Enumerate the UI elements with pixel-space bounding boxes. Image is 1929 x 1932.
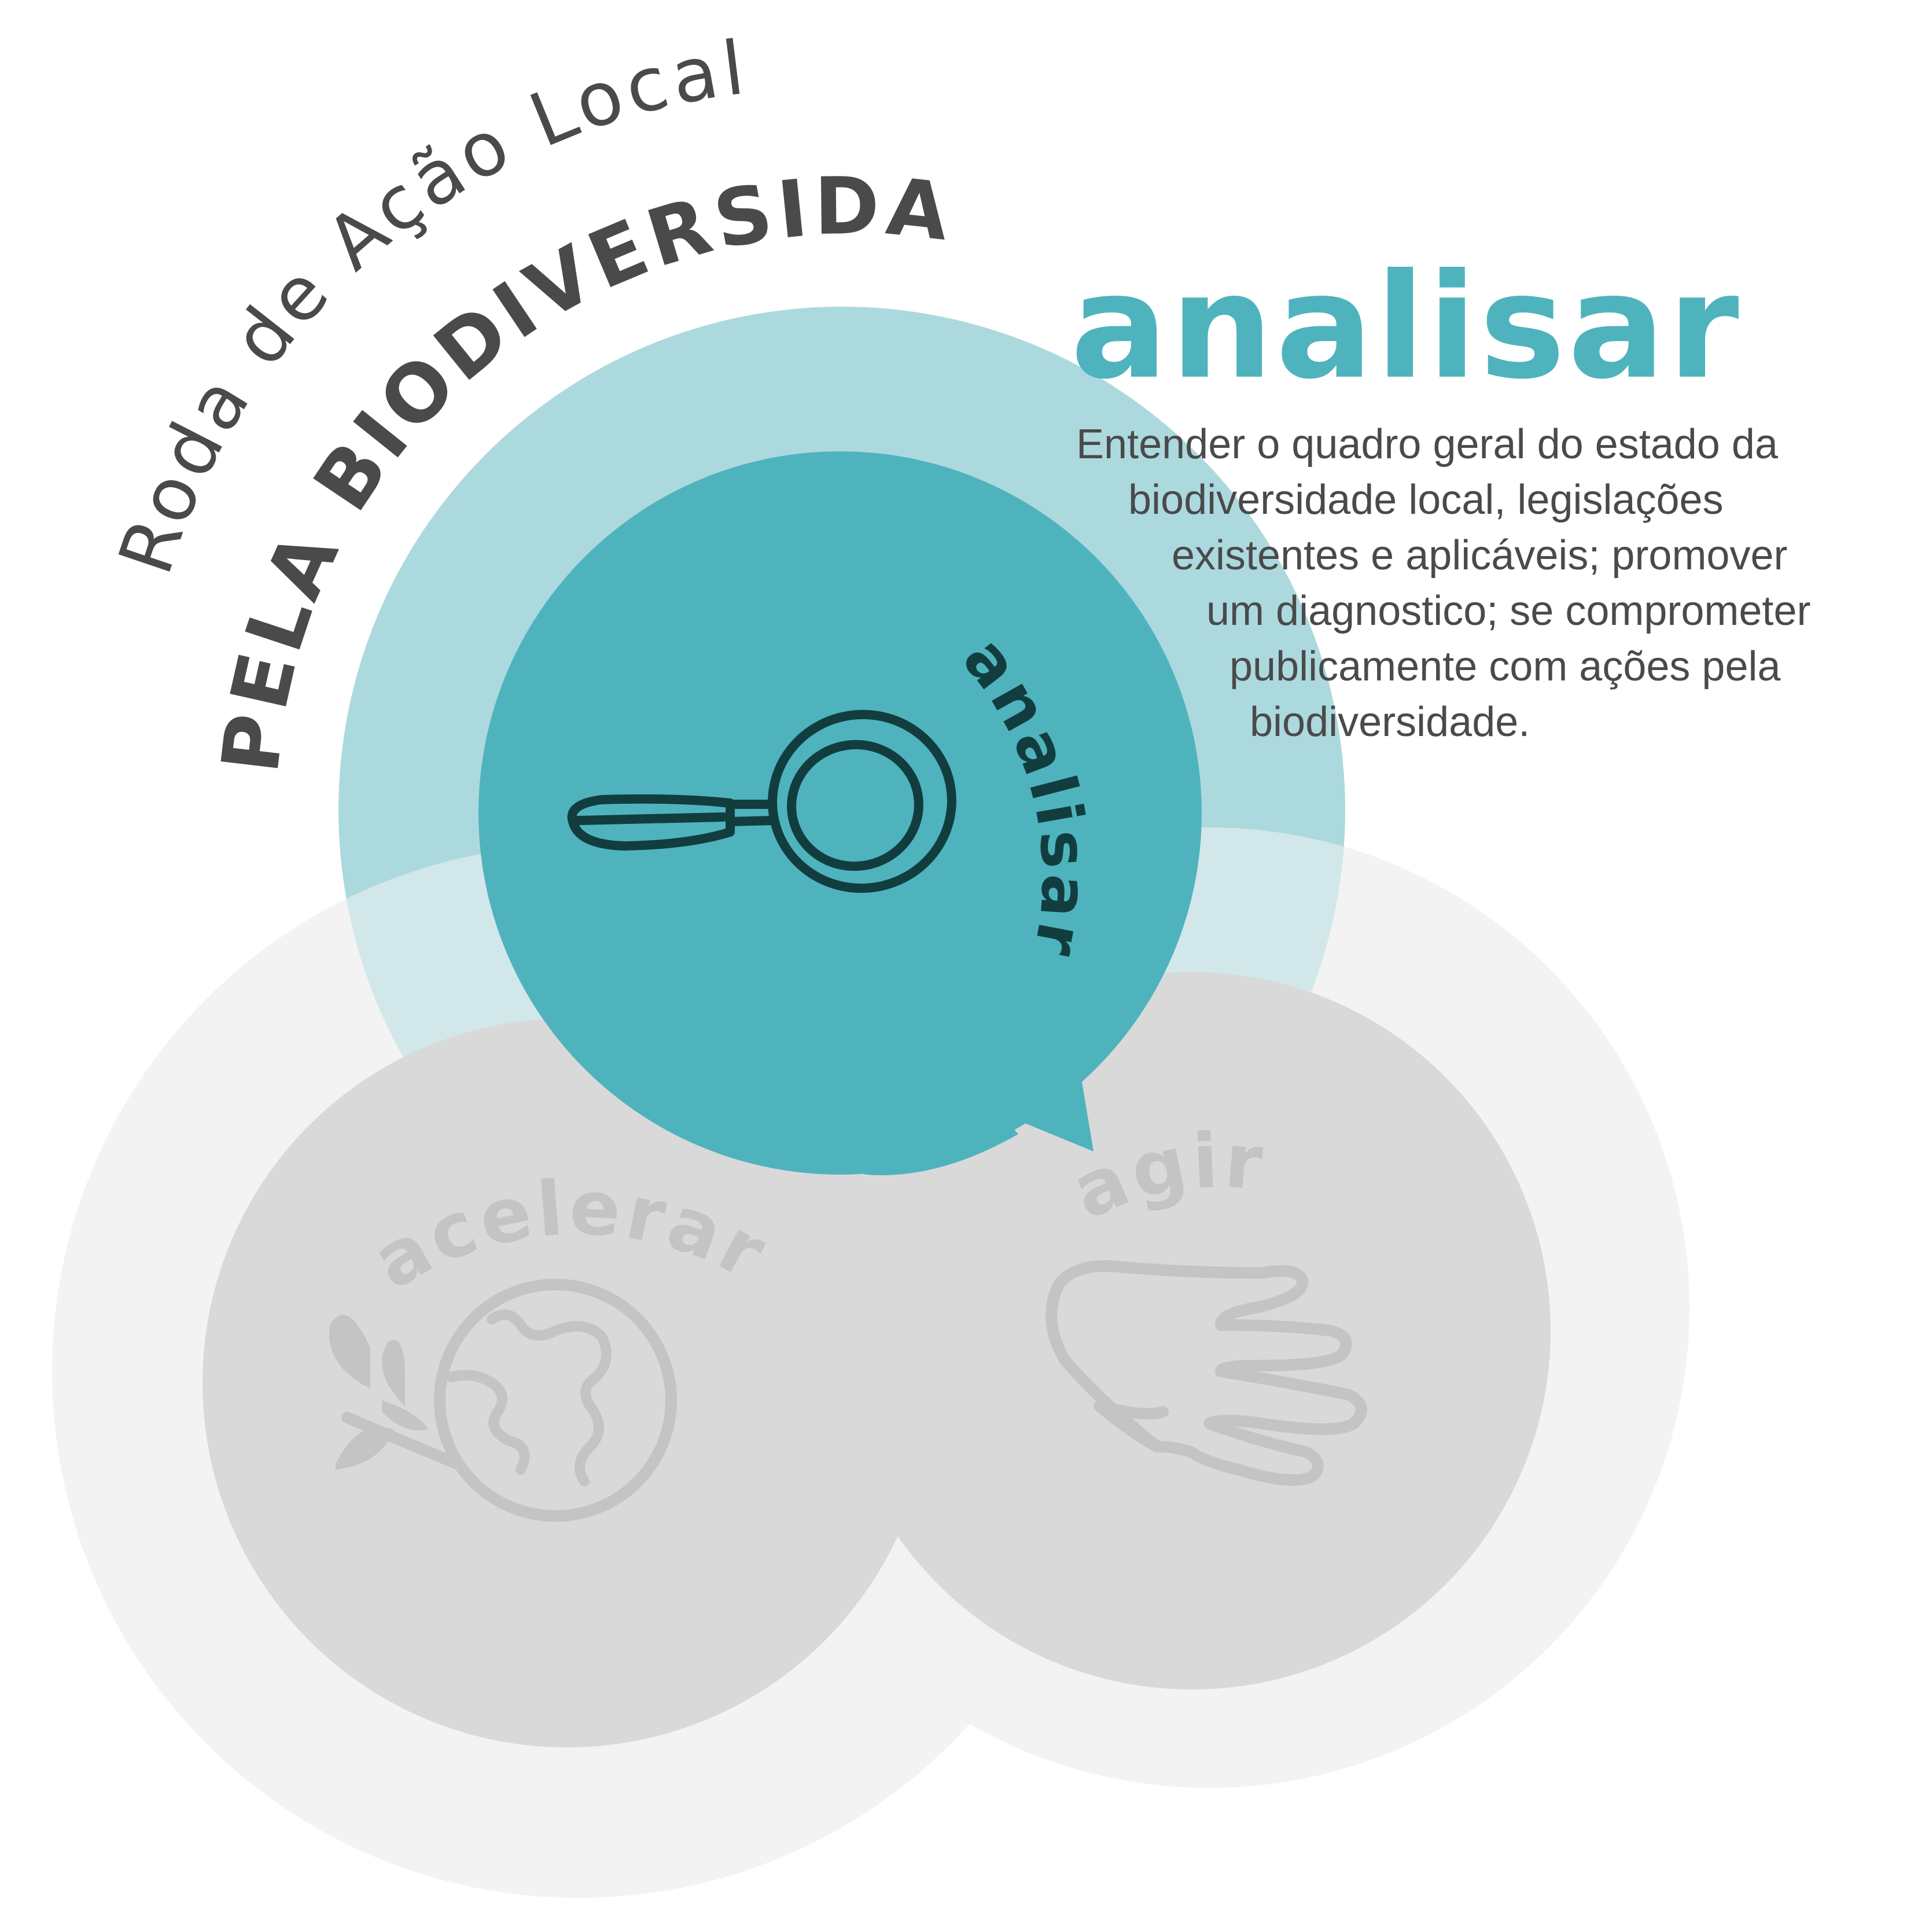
description-line: biodiversidade. xyxy=(1250,699,1530,745)
description-line: Entender o quadro geral do estado da xyxy=(1076,421,1778,468)
description-line: biodiversidade local, legislações xyxy=(1128,477,1724,523)
globe-with-leaf-icon xyxy=(329,1279,677,1522)
analisar-segment[interactable] xyxy=(478,451,1202,1176)
hand-icon xyxy=(1046,1260,1367,1486)
active-step-description: Entender o quadro geral do estado da bio… xyxy=(1076,417,1909,750)
analisar-inner-circle xyxy=(478,451,1202,1175)
active-step-heading: analisar xyxy=(1070,242,1742,411)
analisar-bubble-tail-left xyxy=(660,1001,743,1099)
analisar-bubble-tail-right xyxy=(995,1082,1094,1151)
acelerar-inner-circle xyxy=(203,1018,932,1747)
magnifying-glass-icon xyxy=(567,709,956,893)
description-line: um diagnostico; se comprometer xyxy=(1206,588,1811,634)
analisar-bubble-bottom xyxy=(743,1065,1018,1176)
description-line: publicamente com ações pela xyxy=(1229,643,1781,690)
description-line: existentes e aplicáveis; promover xyxy=(1172,532,1788,579)
agir-inner-circle xyxy=(833,972,1551,1690)
